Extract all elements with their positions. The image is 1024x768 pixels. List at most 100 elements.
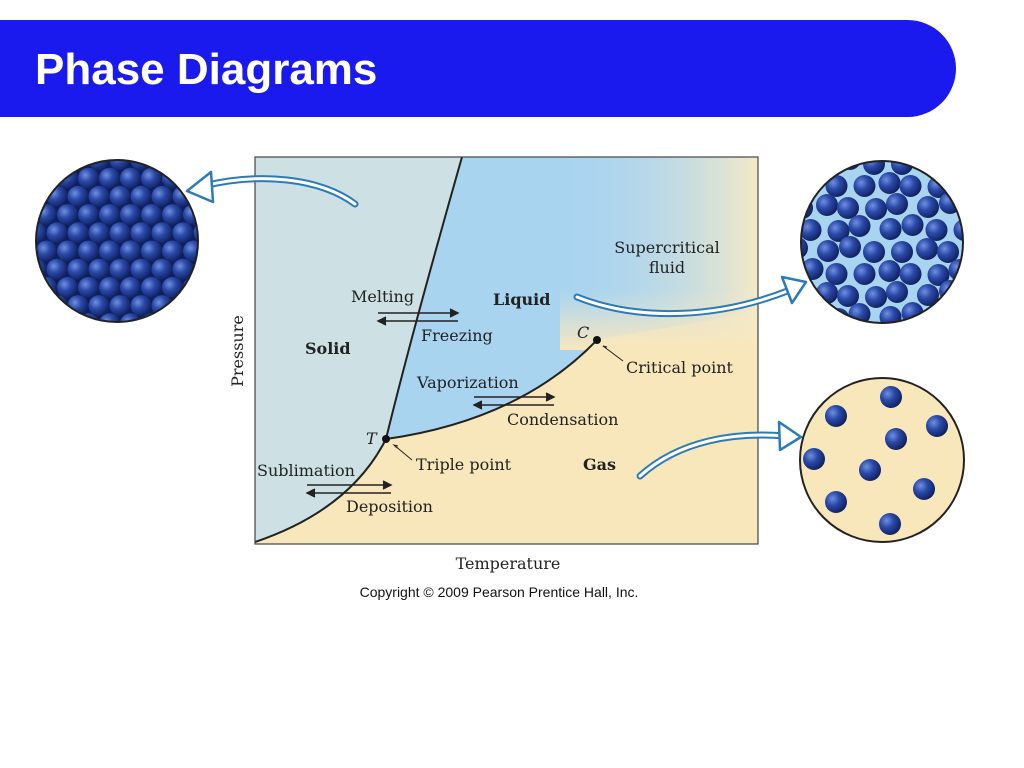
particle: [880, 130, 902, 152]
particle: [5, 295, 26, 316]
particle: [986, 237, 1008, 259]
particle: [5, 259, 26, 280]
particle: [927, 264, 950, 286]
particle: [46, 258, 68, 280]
sublimation-deposition-arrows: [305, 480, 393, 498]
particle: [67, 258, 89, 280]
particle: [141, 167, 162, 189]
particle: [825, 405, 847, 427]
particle: [1000, 219, 1022, 241]
particle: [36, 185, 47, 207]
particle: [172, 222, 194, 244]
particle: [839, 324, 861, 346]
particle: [110, 332, 131, 353]
particle: [46, 295, 68, 317]
particle: [15, 204, 36, 225]
particle: [26, 332, 47, 353]
particle: [979, 304, 1001, 326]
particle: [986, 325, 1008, 347]
particle: [837, 285, 859, 307]
particle: [902, 126, 924, 148]
particle: [825, 175, 848, 197]
particle: [204, 313, 225, 334]
particle: [901, 214, 924, 236]
particle: [879, 218, 902, 240]
supercritical-pointer-arrow: [573, 275, 808, 318]
slide-title: Phase Diagrams: [35, 45, 378, 94]
vaporization-condensation-arrows: [472, 392, 556, 410]
particle: [109, 258, 131, 280]
liquid-particles-inset: [779, 126, 1022, 348]
melting-freezing-arrows: [376, 308, 460, 326]
particle: [36, 295, 47, 317]
particle: [801, 197, 813, 219]
particle: [953, 219, 963, 241]
particle: [991, 285, 1013, 307]
particle: [99, 313, 120, 322]
particle: [131, 332, 152, 353]
particle: [848, 215, 871, 237]
supercritical-label-line1: Supercritical: [614, 238, 720, 257]
particle: [963, 197, 985, 219]
sublimation-curve: [255, 438, 387, 543]
y-axis-label: Pressure: [228, 315, 247, 387]
particle: [172, 258, 194, 280]
particle: [193, 295, 198, 317]
particle: [162, 204, 183, 226]
particle: [151, 222, 173, 244]
particle: [937, 241, 959, 263]
particle: [963, 285, 985, 307]
particle: [36, 222, 47, 244]
particle: [204, 131, 225, 152]
particle: [120, 276, 141, 298]
particle: [801, 307, 822, 323]
particle: [120, 240, 141, 262]
particle: [109, 185, 131, 207]
particle: [141, 240, 162, 262]
particle: [183, 240, 198, 262]
particle: [979, 128, 1001, 150]
particle: [89, 332, 110, 353]
particle: [36, 167, 57, 189]
particle: [15, 277, 36, 298]
particle: [162, 167, 183, 189]
particle: [1000, 307, 1022, 329]
particle: [827, 220, 850, 242]
particle: [980, 262, 1002, 284]
particle: [926, 131, 948, 153]
particle: [99, 276, 120, 298]
particle: [5, 150, 26, 171]
triple-point-marker: [382, 435, 390, 443]
particle: [849, 127, 871, 149]
particle: [5, 222, 26, 243]
particle: [801, 161, 808, 171]
title-underline: [0, 122, 888, 125]
particle: [215, 295, 236, 316]
particle: [57, 240, 78, 262]
particle: [47, 332, 68, 353]
particle: [183, 313, 198, 322]
particle: [67, 222, 89, 244]
particle: [36, 131, 57, 152]
particle: [916, 326, 938, 348]
particle: [779, 304, 801, 326]
particle: [225, 277, 246, 298]
particle: [204, 277, 225, 298]
particle: [78, 204, 99, 226]
solid-pointer-arrow: [185, 170, 359, 208]
sublimation-label: Sublimation: [257, 461, 355, 480]
particle: [801, 174, 802, 196]
particle: [926, 415, 948, 437]
particle: [15, 168, 36, 189]
gas-particles-inset: [799, 377, 965, 543]
particle: [879, 306, 902, 323]
particle: [88, 185, 110, 207]
particle: [954, 131, 976, 153]
particle: [141, 276, 162, 298]
particle: [886, 281, 908, 303]
particle: [925, 307, 948, 323]
particle: [99, 240, 120, 262]
particle: [853, 175, 876, 197]
particle: [899, 175, 922, 197]
particle: [36, 313, 57, 322]
